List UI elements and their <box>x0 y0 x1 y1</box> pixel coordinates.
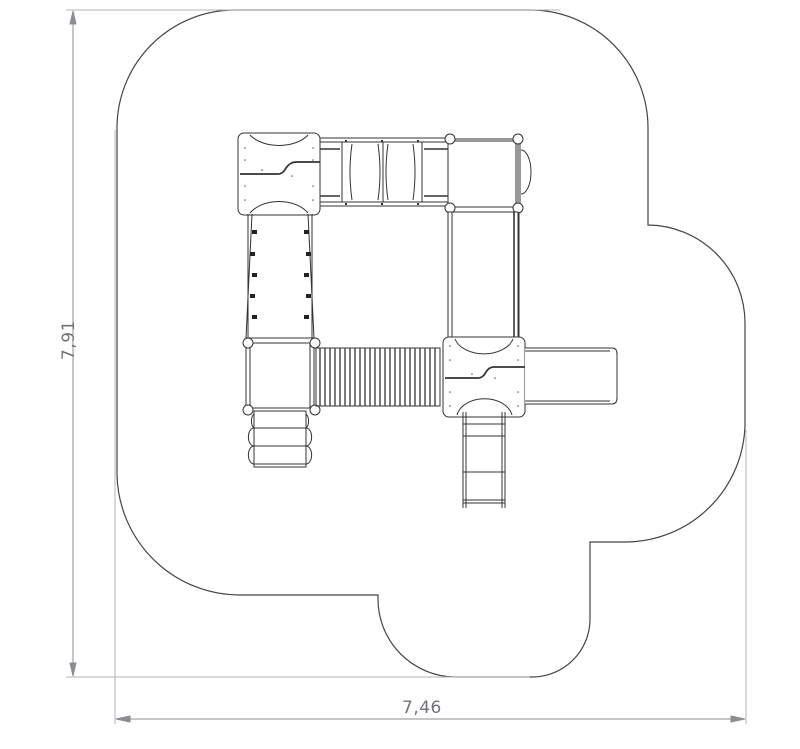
tower-1 <box>237 132 321 216</box>
rope-bridge <box>319 137 449 207</box>
dimension-width <box>114 130 747 724</box>
ladder <box>462 412 506 508</box>
stairs-1 <box>247 410 313 468</box>
play-structure <box>237 132 618 508</box>
tower-4 <box>442 336 526 418</box>
platform-3 <box>242 337 321 416</box>
slide <box>525 347 618 405</box>
dimension-height-label: 7,91 <box>59 320 79 360</box>
dimension-height <box>66 9 560 678</box>
dimension-width-label: 7,46 <box>402 698 442 718</box>
tower-2 <box>444 133 532 214</box>
long-deck <box>447 211 520 338</box>
tunnel <box>315 347 441 407</box>
net-climber <box>245 213 315 339</box>
safety-zone-outline <box>116 9 746 678</box>
